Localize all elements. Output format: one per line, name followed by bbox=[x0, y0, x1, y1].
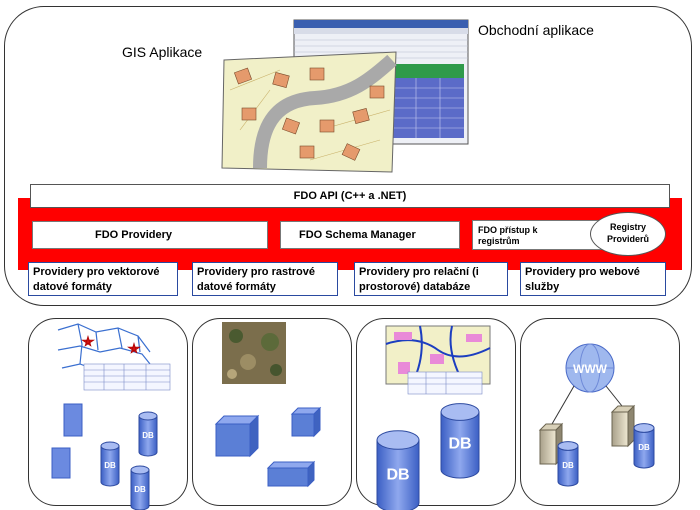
database-providers-box: Providery pro relační (i prostorové) dat… bbox=[354, 262, 508, 296]
database-attribute-table bbox=[407, 371, 483, 395]
vector-file-shape bbox=[63, 403, 83, 437]
gis-app-map bbox=[221, 51, 397, 173]
db-label: DB bbox=[562, 461, 574, 470]
business-app-label: Obchodní aplikace bbox=[478, 22, 594, 38]
vector-file-shape bbox=[51, 447, 71, 479]
database-cylinder-icon: DB bbox=[100, 441, 120, 487]
db-label: DB bbox=[104, 461, 116, 470]
fdo-registry-access-label: FDO přístup k registrům bbox=[478, 225, 538, 246]
database-providers-line1: Providery pro relační (i bbox=[359, 266, 479, 278]
registry-line2: Providerů bbox=[606, 234, 649, 244]
www-globe-icon bbox=[565, 343, 615, 393]
raster-cube bbox=[214, 414, 260, 458]
db-label: DB bbox=[386, 467, 409, 484]
db-label: DB bbox=[142, 431, 154, 440]
www-label: WWW bbox=[573, 362, 608, 376]
vector-providers-line2: datové formáty bbox=[33, 281, 112, 293]
raster-providers-line1: Providery pro rastrové bbox=[197, 266, 315, 278]
connector-line bbox=[605, 385, 623, 407]
database-providers-line2: prostorové) databáze bbox=[359, 281, 471, 293]
registry-line1: Registry bbox=[609, 222, 646, 232]
web-providers-line2: služby bbox=[525, 281, 560, 293]
database-cylinder-icon: DB bbox=[138, 411, 158, 457]
db-label: DB bbox=[638, 443, 650, 452]
vector-providers-box: Providery pro vektorové datové formáty bbox=[28, 262, 178, 296]
raster-providers-line2: datové formáty bbox=[197, 281, 276, 293]
vector-attribute-table bbox=[83, 363, 171, 391]
raster-providers-box: Providery pro rastrové datové formáty bbox=[192, 262, 338, 296]
web-providers-line1: Providery pro webové bbox=[525, 266, 640, 278]
db-label: DB bbox=[448, 435, 471, 452]
database-cylinder-icon: DB bbox=[130, 465, 150, 510]
database-cylinder-icon: DB bbox=[633, 423, 655, 469]
web-providers-box: Providery pro webové služby bbox=[520, 262, 666, 296]
database-cylinder-icon: DB bbox=[376, 430, 420, 510]
fdo-api-bar: FDO API (C++ a .NET) bbox=[30, 184, 670, 208]
raster-cube bbox=[266, 460, 316, 488]
server-icon bbox=[610, 404, 636, 448]
fdo-schema-manager-box: FDO Schema Manager bbox=[280, 221, 460, 249]
raster-cube bbox=[290, 406, 322, 438]
gis-app-label: GIS Aplikace bbox=[122, 44, 203, 60]
raster-image-thumbnail bbox=[222, 322, 286, 384]
fdo-providers-box: FDO Providery bbox=[32, 221, 268, 249]
db-label: DB bbox=[134, 485, 146, 494]
database-cylinder-icon: DB bbox=[557, 441, 579, 487]
provider-registry-ellipse: Registry Providerů bbox=[590, 212, 666, 256]
connector-line bbox=[551, 385, 575, 425]
vector-map-thumbnail bbox=[57, 323, 151, 371]
database-cylinder-icon: DB bbox=[440, 403, 480, 479]
vector-providers-line1: Providery pro vektorové bbox=[33, 266, 160, 278]
